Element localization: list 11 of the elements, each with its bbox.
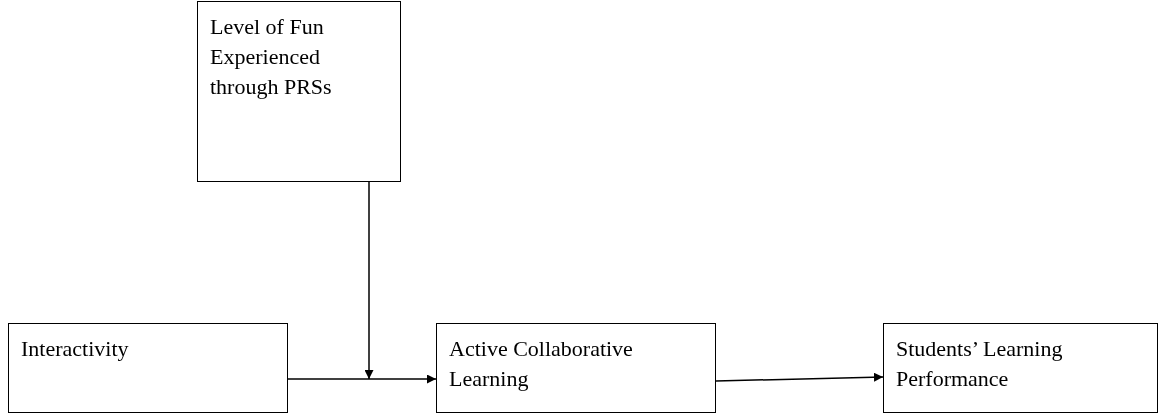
arrow bbox=[715, 372, 884, 382]
box-label: Interactivity bbox=[21, 335, 130, 363]
concept-box bbox=[883, 323, 1158, 413]
arrow bbox=[287, 374, 437, 384]
arrow bbox=[364, 181, 374, 380]
concept-box bbox=[8, 323, 288, 413]
box-label: Students’ Learning Performance bbox=[896, 335, 1064, 393]
box-label: Level of Fun Experienced through PRSs bbox=[210, 13, 333, 101]
concept-box bbox=[436, 323, 716, 413]
box-label: Active Collaborative Learning bbox=[449, 335, 634, 393]
concept-box bbox=[197, 1, 401, 182]
